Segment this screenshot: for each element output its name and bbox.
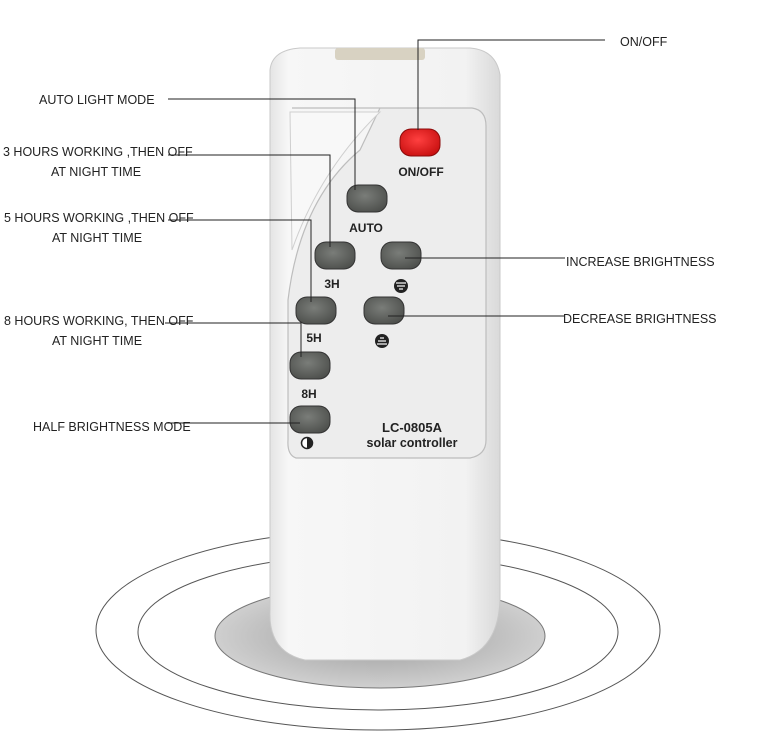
callout-half-brightness: HALF BRIGHTNESS MODE: [33, 420, 191, 434]
brightness-up-icon: [394, 279, 408, 293]
callout-8h-line2: AT NIGHT TIME: [51, 334, 143, 348]
5h-button-label: 5H: [306, 331, 321, 345]
panel-highlight: [289, 111, 382, 251]
model-subtitle: solar controller: [367, 436, 458, 450]
callout-5h-line1: 5 HOURS WORKING ,THEN OFF: [4, 211, 194, 225]
callout-lines: [165, 39, 605, 424]
half-brightness-icon: [300, 436, 314, 450]
decrease-brightness-button[interactable]: [363, 296, 405, 325]
buttons: ON/OFF AUTO 3H 5H 8H LC-0805A sol: [289, 128, 458, 450]
3h-button[interactable]: [314, 241, 356, 270]
callout-auto-light-mode: AUTO LIGHT MODE: [39, 93, 155, 107]
5h-button[interactable]: [295, 296, 337, 325]
5h-leader: [168, 219, 312, 302]
onoff-button[interactable]: [399, 128, 441, 157]
auto-leader: [168, 98, 356, 190]
auto-button-label: AUTO: [349, 221, 383, 235]
brightness-down-icon: [375, 334, 389, 348]
half-brightness-button[interactable]: [289, 405, 331, 434]
model-number: LC-0805A: [382, 420, 443, 435]
onoff-button-label: ON/OFF: [398, 165, 443, 179]
callout-8h-line1: 8 HOURS WORKING, THEN OFF: [4, 314, 194, 328]
3h-leader: [168, 154, 331, 247]
callout-3h-line1: 3 HOURS WORKING ,THEN OFF: [3, 145, 193, 159]
8h-leader: [165, 322, 302, 357]
button-panel: [287, 107, 487, 459]
callout-3h-line2: AT NIGHT TIME: [50, 165, 142, 179]
callout-5h-line2: AT NIGHT TIME: [51, 231, 143, 245]
callout-increase-brightness: INCREASE BRIGHTNESS: [566, 255, 715, 269]
callout-decrease-brightness: DECREASE BRIGHTNESS: [563, 312, 717, 326]
remote-body: [269, 47, 501, 661]
8h-button-label: 8H: [301, 387, 316, 401]
3h-button-label: 3H: [324, 277, 339, 291]
onoff-leader: [417, 39, 605, 130]
8h-button[interactable]: [289, 351, 331, 380]
auto-button[interactable]: [346, 184, 388, 213]
callout-onoff: ON/OFF: [620, 35, 668, 49]
increase-brightness-button[interactable]: [380, 241, 422, 270]
ir-window: [335, 48, 425, 60]
